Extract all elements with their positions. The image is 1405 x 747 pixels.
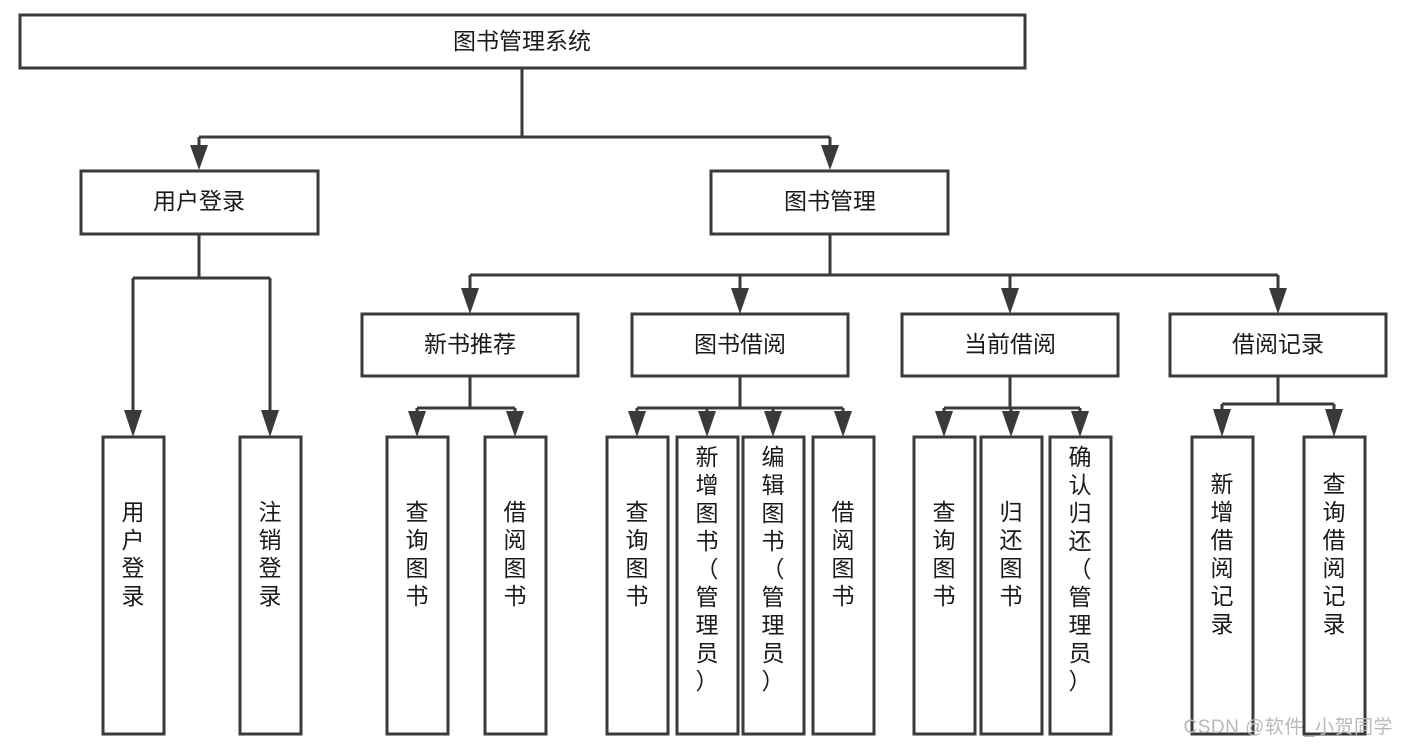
leaf-current-confirm-label: 确认归还（管理员） [1069,444,1092,694]
arrow-to-leaf-user-login [124,410,142,437]
node-borrow-record-box[interactable] [1168,312,1388,378]
arrow-to-user-login [190,145,208,170]
arrow-bookborrow-leaf-2 [698,411,716,437]
arrow-bookborrow-leaf-4 [834,411,852,437]
leaf-current-query-label: 查询图书 [933,499,956,609]
node-root-box[interactable] [18,13,1027,70]
leaf-borrow-book-label: 借阅图书 [832,499,855,609]
leaf-newbook-borrow[interactable]: 借阅图书 [483,435,548,736]
leaf-current-confirm-box[interactable] [1048,435,1113,736]
leaf-record-add-box[interactable] [1190,435,1255,736]
arrow-currentborrow-leaf-2 [1002,411,1020,437]
arrow-borrowrecord-leaf-1 [1213,409,1231,437]
leaf-logout[interactable]: 注销登录 [238,435,303,736]
node-book-manage-box[interactable] [709,169,950,236]
node-book-manage-label: 图书管理 [784,188,876,214]
node-book-manage[interactable]: 图书管理 [709,169,950,236]
leaf-logout-label: 注销登录 [259,499,282,609]
leaf-newbook-borrow-box[interactable] [483,435,548,736]
arrow-to-borrow-record [1269,288,1287,314]
leaf-newbook-query-label: 查询图书 [406,499,429,609]
leaf-borrow-add-label: 新增图书（管理员） [696,444,719,694]
leaf-borrow-query[interactable]: 查询图书 [605,435,670,736]
arrow-bookborrow-leaf-1 [628,411,646,437]
leaf-current-return-label: 归还图书 [1000,499,1023,609]
node-borrow-record-label: 借阅记录 [1232,331,1324,357]
leaf-logout-box[interactable] [238,435,303,736]
arrow-to-new-book-rec [461,288,479,314]
node-root-label: 图书管理系统 [453,28,591,54]
node-new-book-rec-box[interactable] [360,312,580,378]
leaf-borrow-book[interactable]: 借阅图书 [811,435,876,736]
leaf-borrow-query-box[interactable] [605,435,670,736]
arrow-newbook-leaf-2 [506,411,524,437]
leaf-newbook-borrow-label: 借阅图书 [504,499,527,609]
leaf-record-query-label: 查询借阅记录 [1323,471,1346,637]
arrow-to-book-manage [821,145,839,170]
arrow-newbook-leaf-1 [408,411,426,437]
leaf-current-query[interactable]: 查询图书 [912,435,977,736]
leaf-current-query-box[interactable] [912,435,977,736]
arrow-currentborrow-leaf-1 [935,411,953,437]
leaf-current-return-box[interactable] [979,435,1044,736]
leaf-user-login[interactable]: 用户登录 [101,435,166,736]
leaf-user-login-box[interactable] [101,435,166,736]
node-root[interactable]: 图书管理系统 [18,13,1027,70]
node-borrow-record[interactable]: 借阅记录 [1168,312,1388,378]
leaf-borrow-edit[interactable]: 编辑图书（管理员） [741,435,806,736]
arrow-to-current-borrow [1001,288,1019,314]
node-new-book-rec-label: 新书推荐 [424,331,516,357]
leaf-current-return[interactable]: 归还图书 [979,435,1044,736]
node-user-login-label: 用户登录 [153,188,245,214]
connector-group [124,68,1343,437]
leaf-borrow-edit-box[interactable] [741,435,806,736]
leaf-record-query[interactable]: 查询借阅记录 [1302,435,1367,736]
leaf-record-add[interactable]: 新增借阅记录 [1190,435,1255,736]
leaf-newbook-query-box[interactable] [385,435,450,736]
leaf-newbook-query[interactable]: 查询图书 [385,435,450,736]
leaf-borrow-edit-label: 编辑图书（管理员） [762,444,785,694]
arrow-bookborrow-leaf-3 [764,411,782,437]
leaf-borrow-book-box[interactable] [811,435,876,736]
leaf-user-login-label: 用户登录 [122,499,145,609]
arrow-to-book-borrow [731,288,749,314]
leaf-current-confirm[interactable]: 确认归还（管理员） [1048,435,1113,736]
node-current-borrow[interactable]: 当前借阅 [900,312,1120,378]
node-new-book-rec[interactable]: 新书推荐 [360,312,580,378]
node-user-login-box[interactable] [79,169,320,236]
leaf-borrow-add[interactable]: 新增图书（管理员） [675,435,740,736]
leaf-borrow-add-box[interactable] [675,435,740,736]
arrow-to-leaf-logout [261,410,279,437]
node-current-borrow-label: 当前借阅 [964,331,1056,357]
leaf-record-add-label: 新增借阅记录 [1211,471,1234,637]
node-book-borrow-label: 图书借阅 [694,331,786,357]
node-user-login[interactable]: 用户登录 [79,169,320,236]
node-current-borrow-box[interactable] [900,312,1120,378]
arrow-currentborrow-leaf-3 [1071,411,1089,437]
leaf-borrow-query-label: 查询图书 [626,499,649,609]
arrow-borrowrecord-leaf-2 [1325,409,1343,437]
node-book-borrow[interactable]: 图书借阅 [630,312,850,378]
node-book-borrow-box[interactable] [630,312,850,378]
leaf-record-query-box[interactable] [1302,435,1367,736]
